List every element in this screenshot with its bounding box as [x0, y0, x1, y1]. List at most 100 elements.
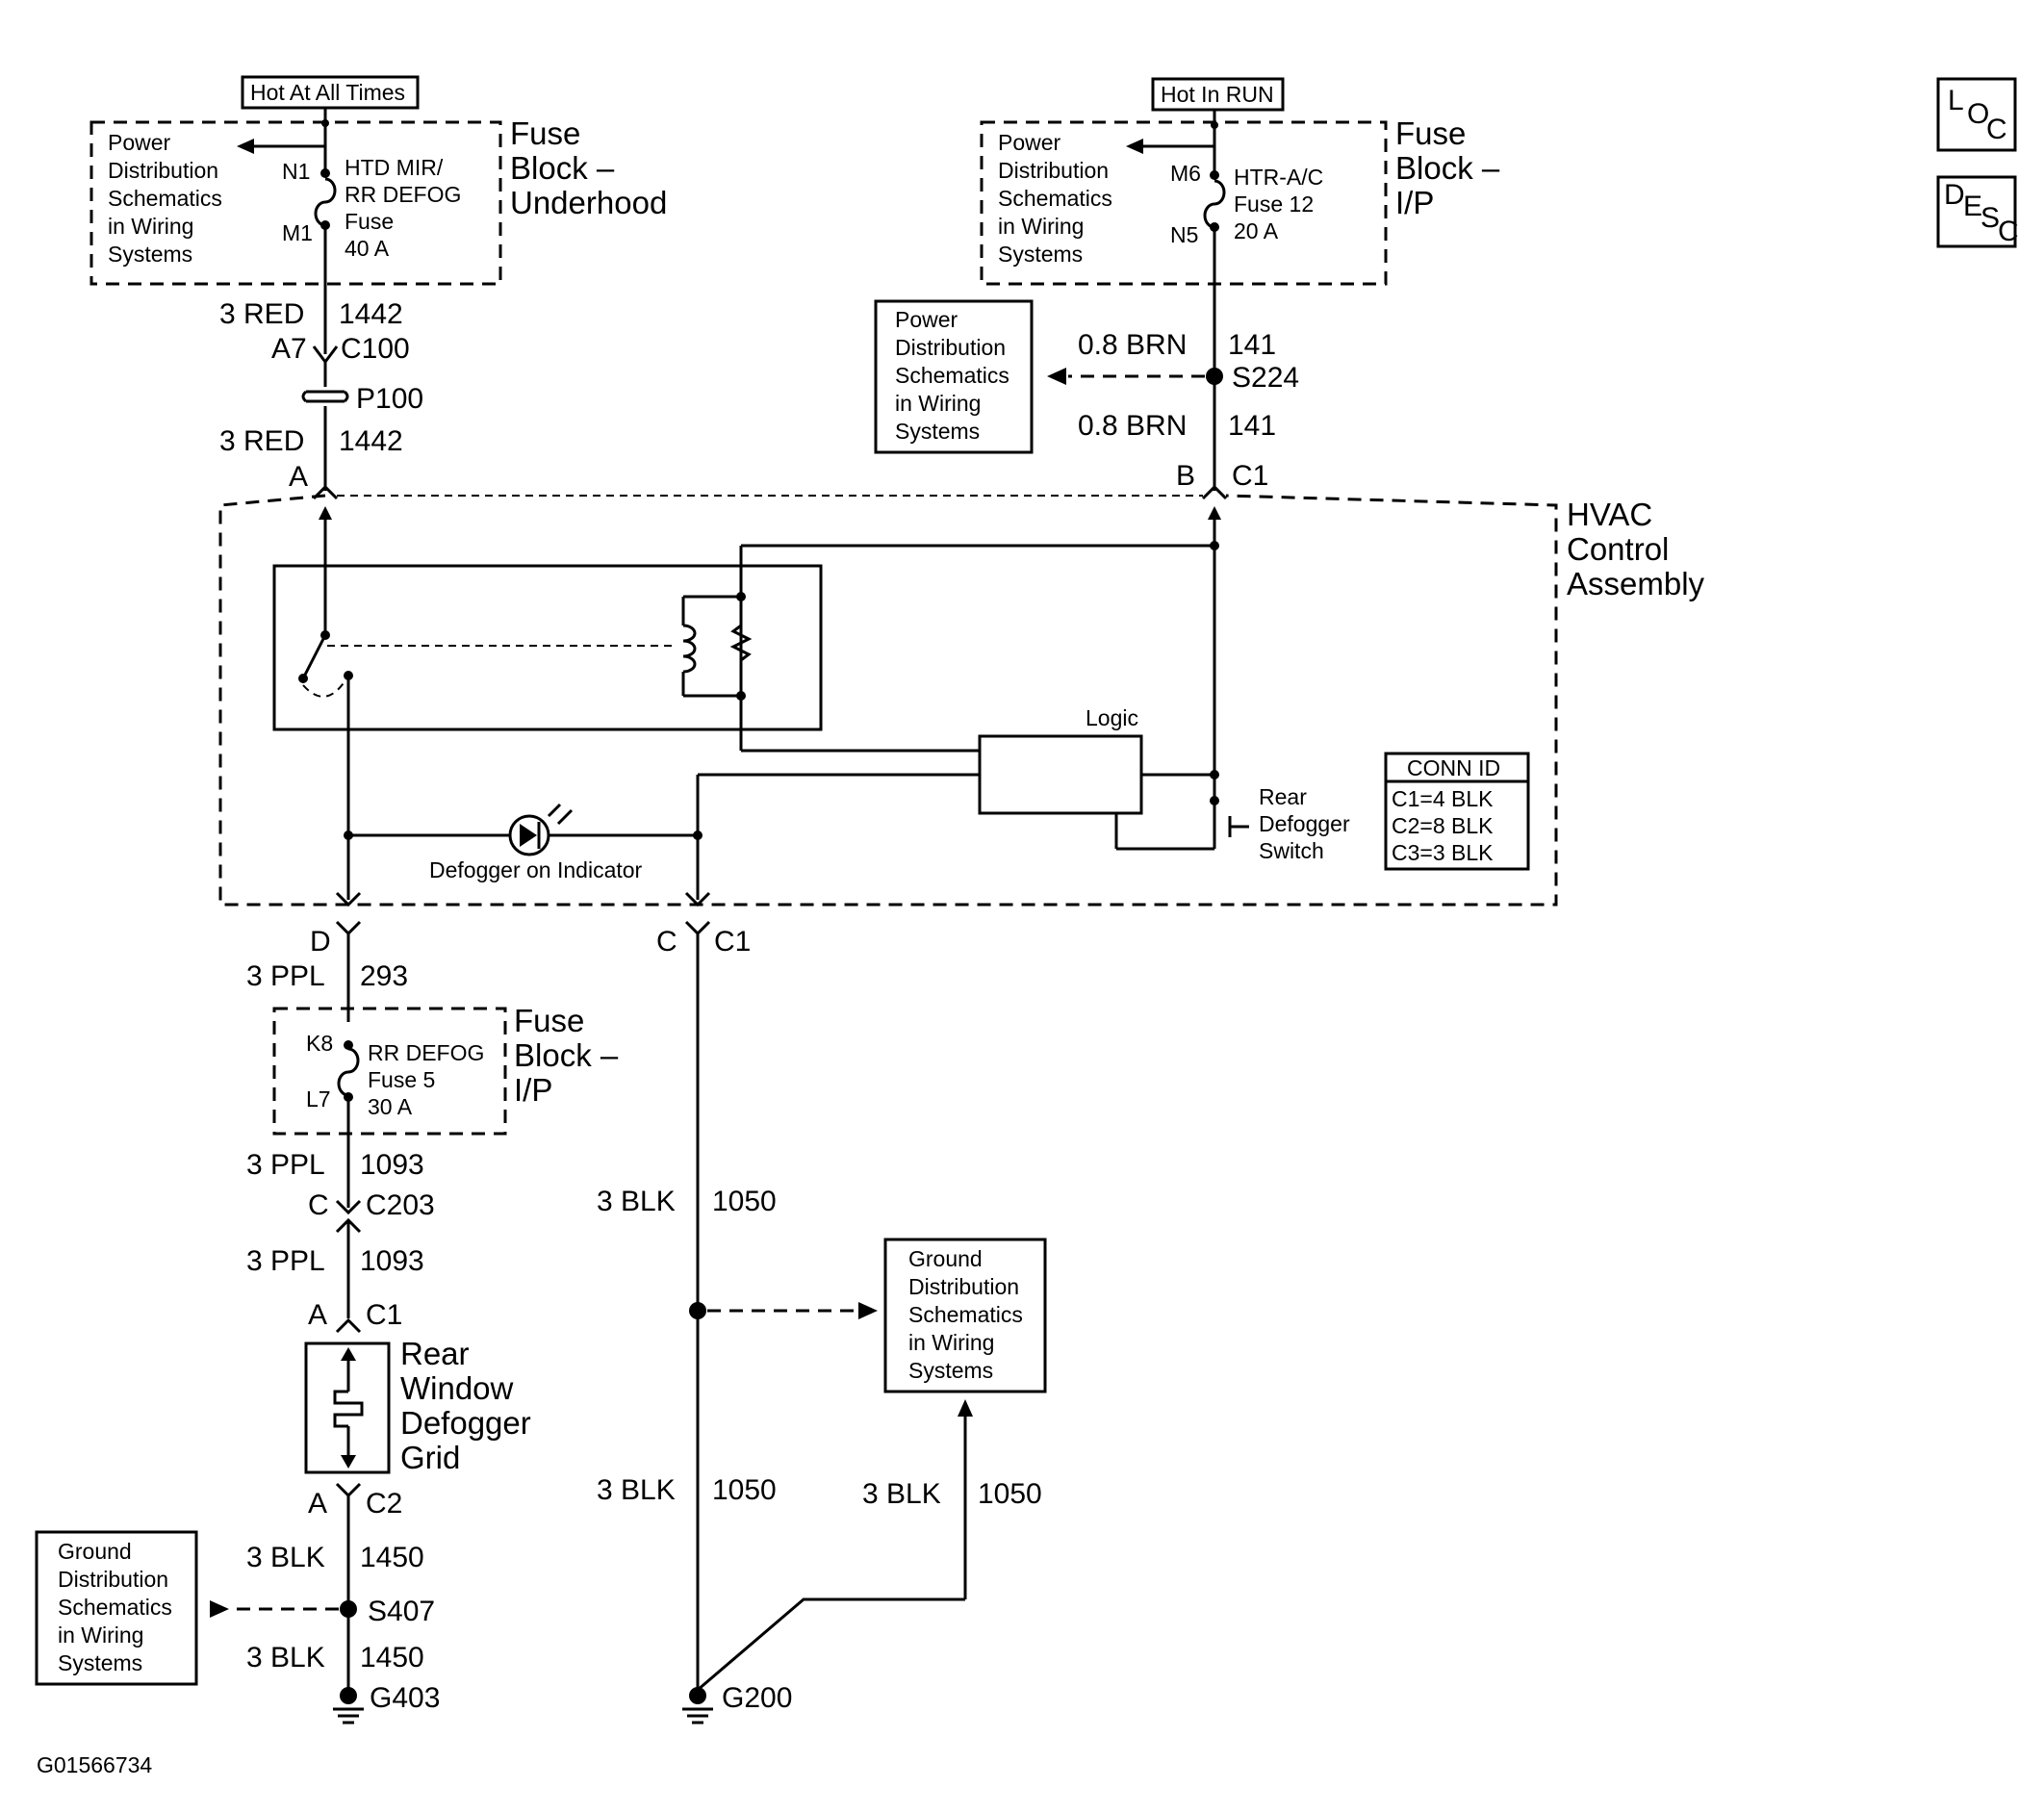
svg-text:Distribution: Distribution [108, 158, 218, 183]
svg-text:Schematics: Schematics [58, 1595, 172, 1620]
svg-text:K8: K8 [306, 1031, 333, 1056]
svg-text:Fuse: Fuse [514, 1003, 584, 1038]
logic-module: Logic [978, 705, 1143, 815]
svg-text:Power: Power [998, 130, 1061, 155]
svg-text:30 A: 30 A [368, 1094, 413, 1119]
svg-text:141: 141 [1228, 410, 1276, 442]
svg-text:Power: Power [895, 307, 958, 332]
svg-text:B: B [1176, 460, 1195, 492]
svg-text:C: C [308, 1189, 329, 1221]
svg-text:1450: 1450 [360, 1542, 424, 1573]
gds-ref-box-left: Ground Distribution Schematics in Wiring… [35, 1530, 198, 1686]
svg-text:Rear: Rear [400, 1336, 470, 1371]
svg-text:D: D [1944, 179, 1965, 211]
svg-text:Fuse 12: Fuse 12 [1234, 192, 1314, 217]
svg-text:141: 141 [1228, 329, 1276, 361]
svg-text:C1: C1 [366, 1299, 402, 1331]
svg-text:C2=8 BLK: C2=8 BLK [1392, 813, 1494, 838]
svg-text:Fuse: Fuse [345, 209, 394, 234]
svg-text:Control: Control [1567, 531, 1669, 567]
svg-text:C203: C203 [366, 1189, 435, 1221]
svg-text:Systems: Systems [908, 1358, 993, 1383]
svg-text:Block –: Block – [1395, 150, 1500, 186]
svg-text:L: L [1948, 85, 1964, 116]
rear-window-defogger-grid: Rear Window Defogger Grid [304, 1336, 531, 1475]
svg-text:G200: G200 [722, 1682, 792, 1714]
svg-text:Distribution: Distribution [58, 1567, 168, 1592]
svg-text:P100: P100 [356, 383, 423, 415]
svg-text:Block –: Block – [510, 150, 615, 186]
gds-ref-box-center: Ground Distribution Schematics in Wiring… [883, 1238, 1047, 1393]
svg-text:in Wiring: in Wiring [998, 214, 1084, 239]
svg-text:3 BLK: 3 BLK [597, 1186, 676, 1217]
svg-text:Grid: Grid [400, 1440, 460, 1475]
svg-text:Switch: Switch [1259, 838, 1324, 863]
svg-text:Distribution: Distribution [998, 158, 1109, 183]
svg-text:Distribution: Distribution [895, 335, 1006, 360]
svg-text:Systems: Systems [108, 242, 192, 267]
svg-text:1093: 1093 [360, 1245, 424, 1277]
svg-text:in Wiring: in Wiring [908, 1330, 994, 1355]
svg-text:Systems: Systems [895, 419, 980, 444]
ground-g403: G403 [333, 1682, 440, 1725]
svg-text:Fuse: Fuse [1395, 115, 1466, 151]
svg-text:CONN ID: CONN ID [1407, 755, 1500, 780]
svg-text:D: D [310, 926, 331, 958]
svg-text:in Wiring: in Wiring [108, 214, 193, 239]
svg-text:C: C [1986, 114, 2007, 145]
svg-text:3 PPL: 3 PPL [246, 960, 325, 992]
svg-text:S: S [1980, 202, 2000, 234]
p100-passthrough: P100 [301, 383, 423, 415]
svg-text:A7: A7 [271, 333, 307, 365]
svg-text:3 BLK: 3 BLK [246, 1642, 325, 1673]
svg-text:G403: G403 [370, 1682, 440, 1714]
svg-text:in Wiring: in Wiring [895, 391, 981, 416]
svg-text:Schematics: Schematics [108, 186, 222, 211]
svg-text:RR DEFOG: RR DEFOG [368, 1040, 484, 1065]
svg-text:I/P: I/P [1395, 185, 1434, 220]
svg-text:Fuse 5: Fuse 5 [368, 1067, 435, 1092]
svg-text:S224: S224 [1232, 362, 1299, 394]
svg-text:HVAC: HVAC [1567, 497, 1652, 532]
svg-text:Logic: Logic [1086, 705, 1138, 730]
svg-text:Defogger: Defogger [1259, 811, 1350, 836]
hot-in-run-tag: Hot In RUN [1151, 77, 1285, 112]
hvac-control-assembly: HVAC Control Assembly [218, 494, 1705, 907]
svg-text:293: 293 [360, 960, 408, 992]
svg-text:3 BLK: 3 BLK [246, 1542, 325, 1573]
svg-text:3 PPL: 3 PPL [246, 1245, 325, 1277]
svg-text:N5: N5 [1170, 222, 1198, 247]
svg-text:C2: C2 [366, 1488, 402, 1520]
svg-text:Power: Power [108, 130, 171, 155]
svg-text:O: O [1967, 98, 1989, 130]
svg-text:Rear: Rear [1259, 784, 1307, 809]
svg-text:in Wiring: in Wiring [58, 1622, 143, 1648]
fuse-block-ip-bottom: K8 L7 RR DEFOG Fuse 5 30 A Fuse Block – … [272, 1003, 619, 1136]
svg-text:A: A [289, 461, 308, 493]
svg-text:A: A [308, 1299, 327, 1331]
ground-g200: G200 [682, 1682, 792, 1725]
svg-text:S407: S407 [368, 1596, 435, 1627]
pds-ref-box-top: Power Distribution Schematics in Wiring … [874, 299, 1034, 454]
svg-text:1050: 1050 [712, 1474, 777, 1506]
svg-text:1450: 1450 [360, 1642, 424, 1673]
svg-text:C100: C100 [341, 333, 410, 365]
svg-text:C: C [656, 926, 677, 958]
svg-text:40 A: 40 A [345, 236, 390, 261]
svg-text:L7: L7 [306, 1086, 331, 1111]
svg-text:Defogger on Indicator: Defogger on Indicator [429, 857, 643, 882]
desc-icon[interactable]: D E S C [1936, 175, 2019, 248]
conn-id-table: CONN ID C1=4 BLK C2=8 BLK C3=3 BLK [1384, 752, 1530, 871]
svg-text:Defogger: Defogger [400, 1405, 531, 1441]
svg-text:1442: 1442 [339, 298, 403, 330]
svg-text:A: A [308, 1488, 327, 1520]
svg-text:1050: 1050 [712, 1186, 777, 1217]
defogger-on-indicator: Defogger on Indicator [344, 803, 703, 882]
svg-text:RR DEFOG: RR DEFOG [345, 182, 461, 207]
loc-icon[interactable]: L O C [1936, 77, 2017, 152]
svg-text:C1: C1 [1232, 460, 1268, 492]
fuse-block-ip-top: Power Distribution Schematics in Wiring … [980, 115, 1500, 286]
svg-text:Hot At All Times: Hot At All Times [250, 80, 405, 105]
svg-text:C1=4 BLK: C1=4 BLK [1392, 786, 1494, 811]
